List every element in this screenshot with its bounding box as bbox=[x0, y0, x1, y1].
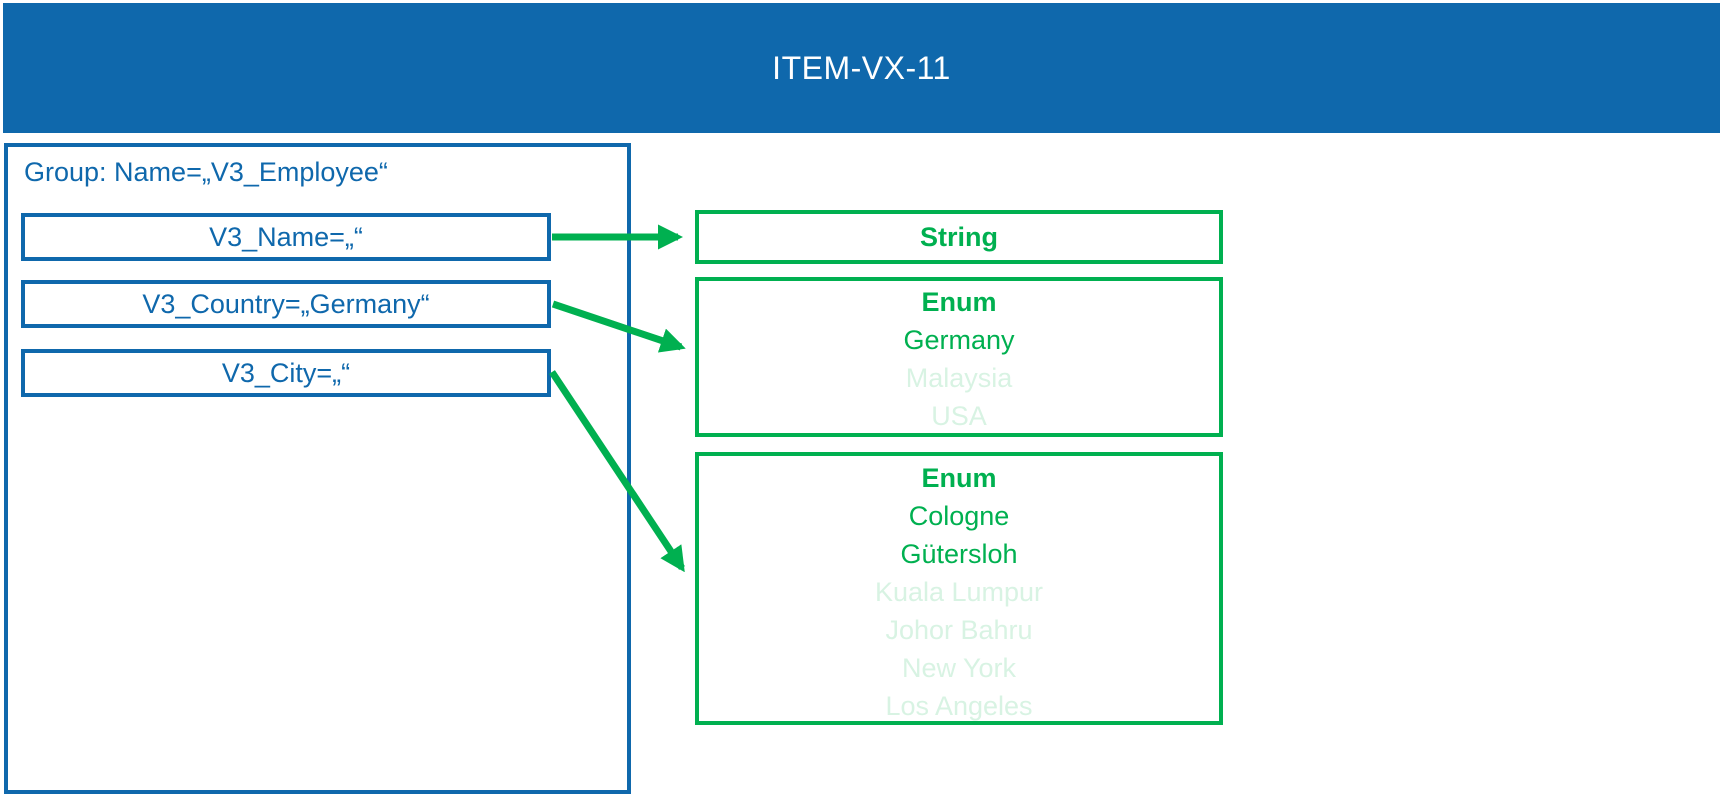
type-title-enum: Enum bbox=[921, 287, 997, 317]
enum-item-usa: USA bbox=[931, 401, 987, 431]
enum-item-kuala-lumpur: Kuala Lumpur bbox=[874, 577, 1044, 607]
field-v3-city: V3_City=„“ bbox=[21, 349, 551, 397]
field-v3-country: V3_Country=„Germany“ bbox=[21, 280, 551, 328]
type-title-string: String bbox=[920, 221, 998, 252]
title-bar: ITEM-VX-11 bbox=[3, 3, 1720, 133]
field-v3-name-label: V3_Name=„“ bbox=[209, 221, 363, 252]
field-v3-country-label: V3_Country=„Germany“ bbox=[142, 288, 430, 319]
page-title: ITEM-VX-11 bbox=[772, 49, 951, 86]
type-box-enum-countries: Enum Germany Malaysia USA bbox=[695, 277, 1223, 437]
enum-item-guetersloh: Gütersloh bbox=[900, 539, 1018, 569]
enum-item-malaysia: Malaysia bbox=[905, 363, 1013, 393]
field-v3-city-label: V3_City=„“ bbox=[221, 357, 351, 388]
enum-item-los-angeles: Los Angeles bbox=[885, 691, 1033, 721]
group-box-v3-employee: Group: Name=„V3_Employee“ V3_Name=„“ V3_… bbox=[4, 143, 631, 794]
enum-item-new-york: New York bbox=[901, 653, 1017, 683]
enum-item-johor-bahru: Johor Bahru bbox=[885, 615, 1033, 645]
field-v3-name: V3_Name=„“ bbox=[21, 213, 551, 261]
type-title-enum: Enum bbox=[921, 463, 997, 493]
enum-item-cologne: Cologne bbox=[908, 501, 1010, 531]
enum-item-germany: Germany bbox=[903, 325, 1015, 355]
type-box-string: String bbox=[695, 210, 1223, 264]
group-label: Group: Name=„V3_Employee“ bbox=[24, 157, 388, 187]
type-box-enum-cities: Enum Cologne Gütersloh Kuala Lumpur Joho… bbox=[695, 452, 1223, 725]
